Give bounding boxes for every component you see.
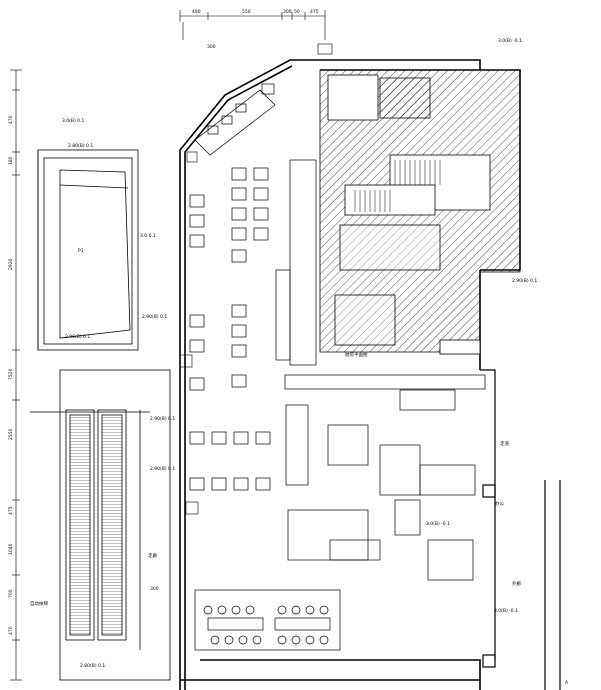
left-dim-3: 2920 bbox=[8, 258, 14, 270]
level-tag-a: 3.0(B) 0.1 bbox=[62, 118, 84, 124]
left-room bbox=[37, 149, 139, 351]
corridor-note: 走廊 bbox=[148, 552, 157, 559]
level-tag-g: 2.80(B) 0.1 bbox=[80, 663, 105, 669]
top-dim-4: 50 bbox=[294, 9, 300, 15]
hatched-zone-stairs bbox=[354, 160, 441, 212]
room-label-office: 办公 bbox=[495, 500, 504, 507]
kitchen-title: 厨房平面图 bbox=[345, 351, 368, 358]
left-room-mark: P1 bbox=[78, 248, 84, 254]
room-side-note: 3.0 0.1 bbox=[140, 233, 156, 239]
left-dim-1: 470 bbox=[8, 115, 14, 124]
level-tag-f: 2.90(B) 0.1 bbox=[150, 466, 175, 472]
room-label-outer: 外廊 bbox=[512, 580, 521, 587]
top-dimension-chain bbox=[179, 10, 326, 40]
side-mark-a: 300 bbox=[207, 44, 216, 50]
entry-booth bbox=[194, 83, 276, 156]
floor-tag-mid: 3.0(B) -0.1 bbox=[426, 521, 450, 527]
level-tag-d: 2.90(B) 0.1 bbox=[65, 334, 90, 340]
right-side-walls bbox=[480, 369, 561, 690]
left-dim-2: 180 bbox=[8, 156, 14, 165]
floor-tag-top: 3.0(B) -0.1 bbox=[498, 38, 522, 44]
level-tag-e: 2.90(B) 0.1 bbox=[150, 416, 175, 422]
side-mark-b: 300 bbox=[150, 586, 159, 592]
top-dim-2: 550 bbox=[242, 9, 251, 15]
left-dim-7: 700 bbox=[8, 589, 14, 598]
escalator-well bbox=[30, 369, 171, 681]
top-dim-1: 490 bbox=[192, 9, 201, 15]
total-height-dim: 7520 bbox=[8, 368, 14, 380]
escalator-note: 自动扶梯 bbox=[30, 600, 48, 607]
grid-markers bbox=[179, 43, 333, 515]
hatched-zone bbox=[319, 69, 521, 355]
left-dimension-chain bbox=[10, 69, 22, 681]
left-dim-6: 1040 bbox=[8, 543, 14, 555]
level-tag-b: 2.80(B) 0.1 bbox=[68, 143, 93, 149]
dining-tables bbox=[189, 167, 271, 491]
left-dim-4: 2550 bbox=[8, 428, 14, 440]
grid-right-tag: 2.90(B) 0.1 bbox=[512, 278, 537, 284]
room-label-corridor: 走道 bbox=[500, 440, 509, 447]
left-dim-8: 470 bbox=[8, 626, 14, 635]
bottom-tables bbox=[194, 589, 341, 651]
kitchen-counters bbox=[275, 159, 486, 581]
left-dim-5: 475 bbox=[8, 506, 14, 515]
top-dim-3: 300 bbox=[283, 9, 292, 15]
level-tag-c: 2.90(B) 0.1 bbox=[142, 314, 167, 320]
corner-tag: A bbox=[565, 680, 569, 686]
floor-tag-bottom: 3.0(B) -0.1 bbox=[494, 608, 518, 614]
top-dim-5: 475 bbox=[310, 9, 319, 15]
